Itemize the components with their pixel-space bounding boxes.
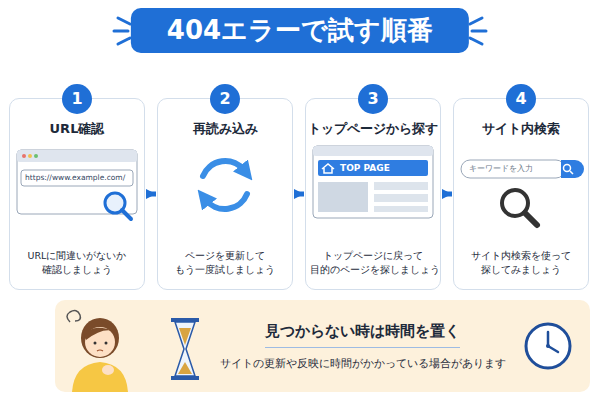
note-panel: 見つからない時は時間を置くサイトの更新や反映に時間がかかっている場合があります	[55, 300, 590, 392]
step-number: 2	[210, 84, 240, 114]
step-arrow	[442, 192, 452, 197]
step-heading: 再読み込み	[160, 121, 290, 138]
search-icon	[461, 160, 584, 225]
search-placeholder: キーワードを入力	[469, 164, 533, 174]
note-text: サイトの更新や反映に時間がかかっている場合があります	[220, 356, 506, 371]
step-number: 4	[506, 84, 536, 114]
step-card: 1URL確認URLに間違いがないか 確認しましょう	[9, 98, 145, 290]
top-page-icon	[313, 146, 433, 218]
url-text: https://www.example.com/	[25, 173, 125, 182]
step-description: サイト内検索を使って 探してみましょう	[458, 249, 584, 278]
clock	[526, 324, 570, 368]
step-number: 3	[358, 84, 388, 114]
hourglass	[171, 318, 199, 380]
page-banner-text: TOP PAGE	[340, 163, 390, 174]
step-heading: サイト内検索	[456, 121, 586, 138]
step-card: 2再読み込みページを更新して もう一度試しましょう	[157, 98, 293, 290]
thinking-person	[67, 311, 128, 392]
step-card: 4サイト内検索サイト内検索を使って 探してみましょう	[453, 98, 589, 290]
title-banner: 404エラーで試す順番	[131, 8, 469, 53]
step-arrow	[146, 192, 156, 197]
step-arrow	[294, 192, 304, 197]
reload-icon	[203, 161, 247, 209]
step-number: 1	[62, 84, 92, 114]
step-heading: トップページから探す	[308, 121, 438, 138]
bottom-panel-ground	[55, 300, 590, 392]
card-grounds	[9, 98, 589, 290]
step-heading: URL確認	[12, 121, 142, 138]
browser-url-icon	[17, 150, 137, 219]
step-description: ページを更新して もう一度試しましょう	[162, 249, 288, 278]
step-description: トップページに戻って 目的のページを探しましょう	[310, 249, 436, 278]
note-heading: 見つからない時は時間を置く	[265, 322, 460, 348]
step-card: 3トップページから探すトップページに戻って 目的のページを探しましょう	[305, 98, 441, 290]
step-description: URLに間違いがないか 確認しましょう	[14, 249, 140, 278]
